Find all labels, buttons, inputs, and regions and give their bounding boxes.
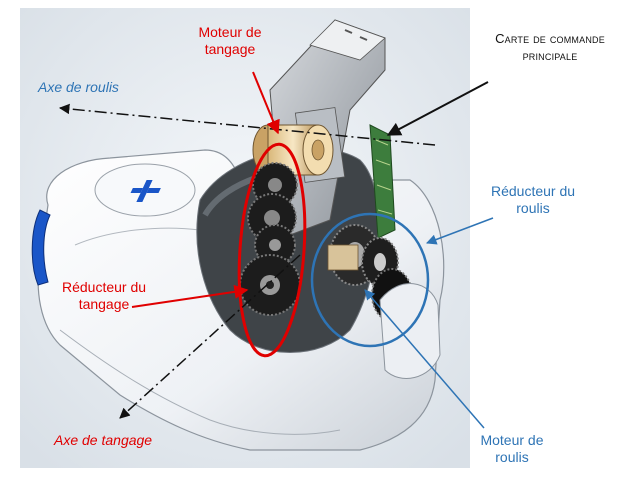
roll-axis-line: [58, 103, 436, 146]
label-line: roulis: [516, 200, 550, 216]
moteur-tangage-arrow: [252, 71, 280, 135]
label-reducteur-roulis: Réducteur du roulis: [478, 183, 588, 217]
logo-icon: [130, 180, 161, 202]
label-reducteur-tangage: Réducteur du tangage: [44, 279, 164, 313]
moteur-roulis-arrow: [364, 289, 485, 429]
label-line: Réducteur du: [61, 279, 147, 295]
pitch-axis-line: [119, 254, 301, 419]
label-line: Axe de roulis: [38, 79, 119, 95]
label-line: roulis: [495, 449, 529, 465]
reducteur-roulis-arrow: [426, 217, 494, 245]
label-axe-roulis: Axe de roulis: [38, 79, 148, 96]
label-line: tangage: [78, 296, 130, 312]
label-line: Carte de commande: [495, 31, 605, 46]
label-line: Moteur de: [198, 24, 262, 40]
label-moteur-roulis: Moteur de roulis: [462, 432, 562, 466]
label-line: Moteur de: [480, 432, 544, 448]
label-line: principale: [522, 48, 578, 63]
label-line: tangage: [204, 41, 256, 57]
label-line: Axe de tangage: [54, 432, 153, 448]
pitch-gear-train: [239, 162, 301, 316]
label-moteur-tangage: Moteur de tangage: [185, 24, 275, 58]
label-carte-commande: Carte de commande principale: [470, 30, 630, 64]
roll-motor-housing: [379, 283, 441, 379]
side-blue-button: [31, 209, 51, 286]
reducteur-tangage-arrow: [131, 284, 249, 308]
pitch-reducer-highlight: [237, 142, 307, 358]
label-axe-tangage: Axe de tangage: [54, 432, 184, 449]
control-board: [369, 124, 396, 239]
label-line: Réducteur du: [490, 183, 576, 199]
roll-reducer-highlight: [310, 212, 430, 348]
carte-commande-arrow: [386, 81, 489, 136]
